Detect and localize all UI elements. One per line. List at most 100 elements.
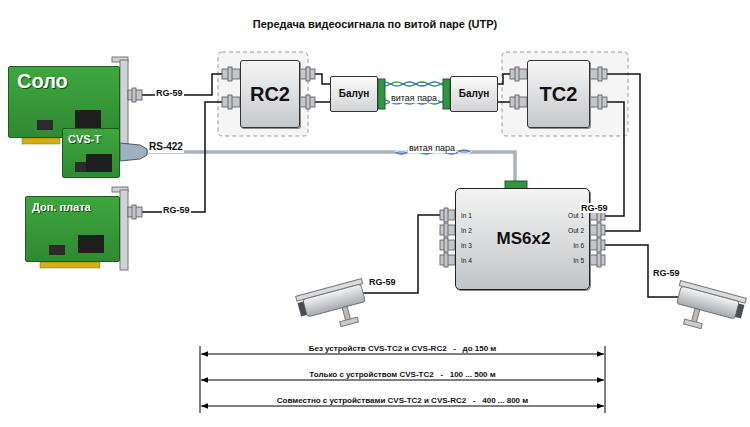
device-group-frame (502, 52, 628, 136)
device-name: TC2 (540, 83, 578, 106)
twisted-pair-wire (378, 82, 450, 86)
db9-connector (120, 143, 147, 161)
bnc-connector (597, 238, 601, 252)
bnc-connector (444, 223, 448, 237)
cable-label-holder: витая пара (390, 87, 438, 105)
bnc-connector (228, 95, 232, 109)
port-label: In 3 (461, 242, 472, 249)
bnc-connector (306, 95, 310, 109)
cable-label-holder: RG-59 (368, 271, 397, 289)
card-gold-fingers (40, 262, 100, 268)
bnc-connector (444, 208, 448, 222)
cable-label: RS-422 (148, 141, 184, 153)
port-label: In 2 (461, 227, 472, 234)
camera-right (684, 319, 703, 328)
cable-label-holder: RG-59 (162, 199, 191, 217)
cable-label-holder: RG-59 (580, 197, 609, 215)
dimension-lines (201, 406, 604, 407)
camera-right (677, 286, 740, 319)
cable-label: RG-59 (162, 205, 191, 215)
camera-left (297, 302, 306, 317)
device-name: Балун (459, 88, 490, 100)
device-name: Балун (339, 88, 370, 100)
terminal-block (443, 79, 450, 109)
dimension-lines (605, 346, 606, 413)
title-holder: Передача видеосигнала по витой паре (UTP… (0, 14, 750, 32)
bnc-connector (597, 223, 601, 237)
distance-note-holder: Только с устройством CVS-TC2 - 100 ... 5… (200, 363, 605, 381)
camera-right (735, 304, 744, 319)
balun-box: Балун (450, 76, 498, 112)
distance-note: Только с устройством CVS-TC2 - 100 ... 5… (308, 370, 496, 379)
bnc-connector (132, 205, 136, 219)
port-label: In 4 (461, 257, 472, 264)
diagram-title: Передача видеосигнала по витой паре (UTP… (253, 18, 498, 31)
bnc-connector (444, 238, 448, 252)
cable-label: витая пара (408, 143, 456, 153)
db9-connector (120, 143, 147, 161)
switch-box: MS6x2In 1In 2In 3In 4Out 1Out 2In 6In 5 (455, 188, 590, 290)
receiver-box: RC2 (240, 60, 300, 128)
cable-label-holder: витая пара (408, 137, 456, 155)
port-label-holder: In 5 (573, 257, 584, 264)
twisted-pair-wire (378, 82, 450, 86)
card-name: Доп. плата (32, 201, 91, 214)
bnc-connector (228, 67, 232, 81)
transmitter-box: TC2 (527, 60, 590, 128)
bnc-connector (306, 67, 310, 81)
card-bracket (120, 190, 128, 270)
cable-label: RG-59 (155, 88, 184, 98)
distance-note-holder: Без устройств CVS-TC2 и CVS-RC2 - до 150… (200, 337, 605, 355)
cable-label-holder: RS-422 (148, 136, 184, 154)
card-name: Соло (17, 70, 68, 93)
cable-label: RG-59 (580, 203, 609, 213)
connector-line (590, 102, 624, 216)
port-label-holder: In 1 (461, 212, 472, 219)
daughter-card: CVS-T (62, 128, 120, 178)
camera-right (670, 281, 746, 338)
port-label: In 5 (573, 257, 584, 264)
distance-note-holder: Совместно с устройствами CVS-TC2 и CVS-R… (200, 389, 605, 407)
connector (120, 150, 515, 188)
dimension-lines (201, 354, 604, 355)
distance-note: Совместно с устройствами CVS-TC2 и CVS-R… (276, 396, 529, 405)
dimension-lines (200, 346, 605, 413)
bnc-connector (132, 88, 136, 102)
camera-left (340, 317, 359, 326)
port-label: Out 2 (568, 227, 584, 234)
connector-line (120, 152, 515, 188)
connector (378, 82, 450, 104)
port-label: In 6 (573, 242, 584, 249)
bnc-connector (598, 95, 602, 109)
device-group-frame (218, 52, 628, 136)
dimension-lines (201, 380, 604, 381)
cable-label: RG-59 (652, 268, 681, 278)
cable-label: витая пара (390, 93, 438, 103)
balun-box: Балун (330, 76, 378, 112)
port-label: In 1 (461, 212, 472, 219)
pc-card: Доп. плата (25, 196, 120, 262)
card-name: CVS-T (68, 133, 101, 146)
port-label-holder: In 6 (573, 242, 584, 249)
card-gold-fingers (22, 138, 60, 144)
terminal-block (378, 79, 385, 109)
bnc-connector (598, 67, 602, 81)
bnc-connector (444, 253, 448, 267)
port-label-holder: Out 2 (568, 227, 584, 234)
bnc-connector (515, 67, 519, 81)
connector-line (120, 102, 240, 212)
port-label-holder: In 2 (461, 227, 472, 234)
bnc-connector (515, 95, 519, 109)
port-label-holder: In 4 (461, 257, 472, 264)
distance-note: Без устройств CVS-TC2 и CVS-RC2 - до 150… (308, 344, 498, 353)
camera-left (303, 284, 366, 317)
bnc-connector (597, 253, 601, 267)
camera-cable (363, 215, 440, 293)
cable-label-holder: RG-59 (652, 262, 681, 280)
cable-label: RG-59 (368, 277, 397, 287)
device-name: RC2 (250, 83, 290, 106)
port-label-holder: In 3 (461, 242, 472, 249)
cable-label-holder: RG-59 (155, 82, 184, 100)
connector (120, 102, 240, 212)
